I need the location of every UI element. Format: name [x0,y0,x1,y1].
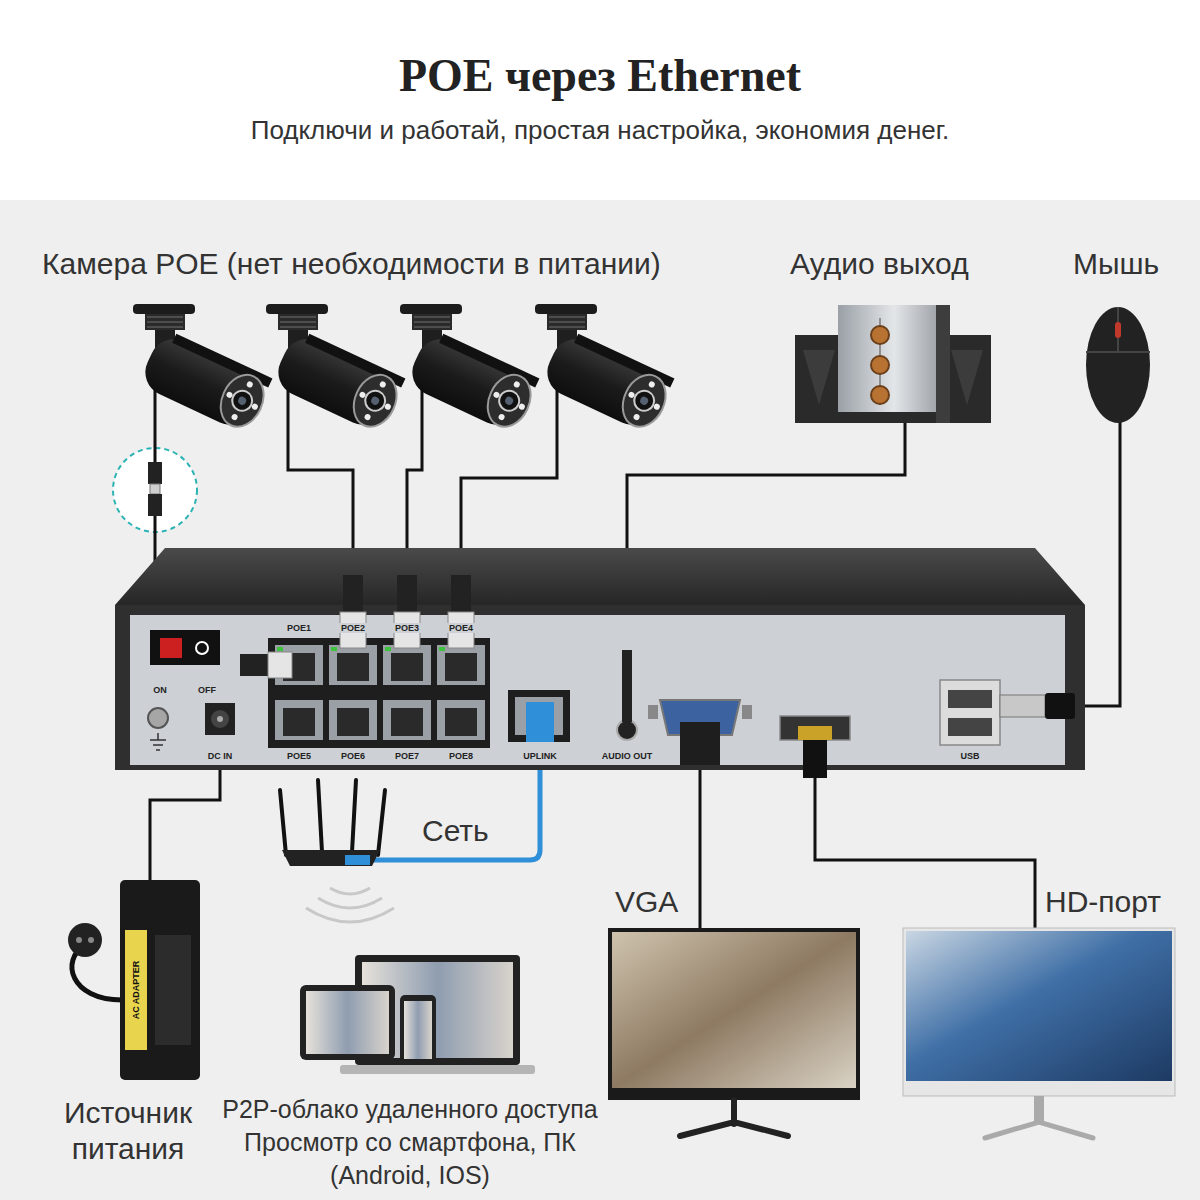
port-label: OFF [196,685,218,695]
page-title: POE через Ethernet [399,50,801,103]
remote-access-note: P2P-облако удаленного доступа Просмотр с… [200,1093,620,1192]
device-label: Камера POE (нет необходимости в питании) [42,247,661,282]
port-label: UPLINK [521,751,559,761]
adapter-sticker: AC ADAPTER [131,961,141,1020]
device-label: Мышь [1073,247,1159,282]
port-label: POE2 [339,623,367,633]
port-label: POE1 [285,623,313,633]
port-label: ON [151,685,169,695]
port-label: DC IN [206,751,235,761]
port-label: POE7 [393,751,421,761]
port-label: POE3 [393,623,421,633]
connection-label: Сеть [422,814,489,849]
device-label: Аудио выход [790,247,969,282]
connection-label: HD-порт [1045,885,1161,920]
port-label: POE4 [447,623,475,633]
device-label: Источник питания [43,1095,213,1167]
port-label: POE6 [339,751,367,761]
connection-label: VGA [615,885,678,920]
subtitle: Подключи и работай, простая настройка, э… [251,116,950,146]
port-label: POE8 [447,751,475,761]
port-label: AUDIO OUT [600,751,655,761]
port-label: POE5 [285,751,313,761]
port-label: USB [958,751,981,761]
